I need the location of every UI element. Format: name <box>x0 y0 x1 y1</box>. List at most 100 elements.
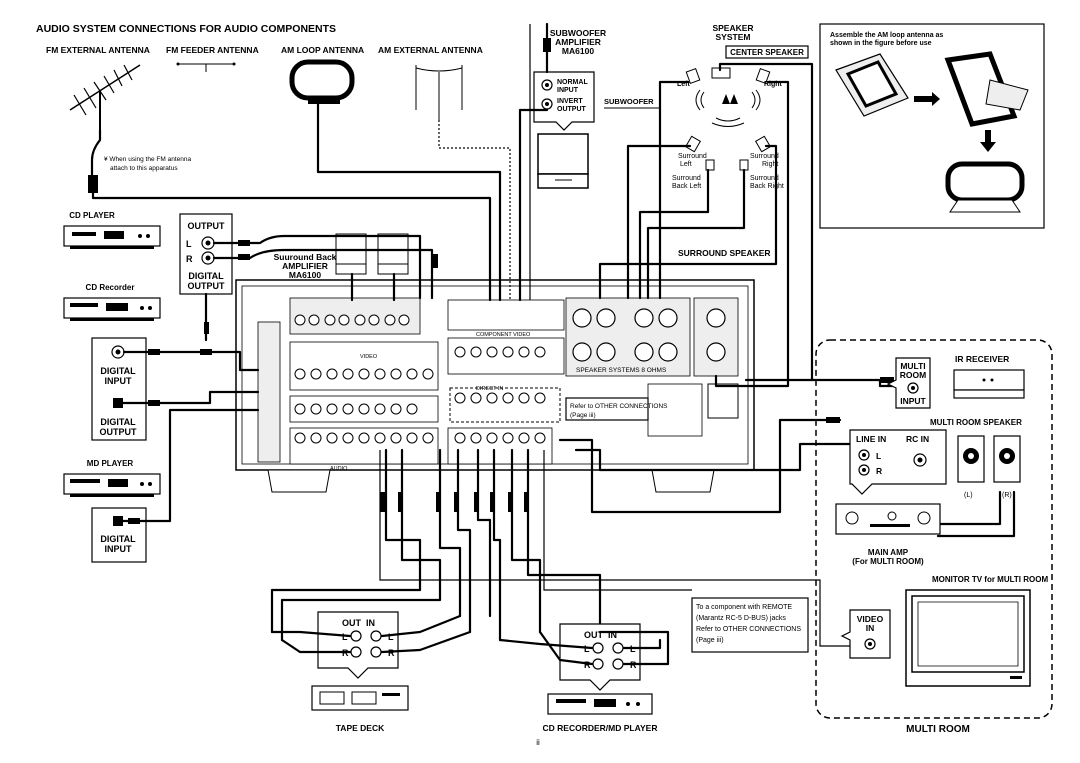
subwoofer-title-1: SUBWOOFER <box>550 28 606 38</box>
remote-note-2: (Marantz RC-5 D-BUS) jacks <box>696 615 786 622</box>
monitor-tv-label: MONITOR TV for MULTI ROOM <box>932 575 1048 584</box>
multi-room-label-1: MULTI <box>900 361 925 371</box>
md-player-icon <box>63 473 161 497</box>
direct-in-box <box>449 387 561 423</box>
main-amp-input-panel <box>849 429 947 495</box>
am-external-antenna-label: AM EXTERNAL ANTENNA <box>378 45 483 55</box>
surround-right-label-1: Surround <box>750 153 779 160</box>
tape-deck-jack-panel <box>317 611 399 679</box>
cd-recorder-digital-output-1: DIGITAL <box>100 417 136 427</box>
video-in-panel <box>840 609 891 659</box>
remote-note-3: Refer to OTHER CONNECTIONS <box>696 626 801 633</box>
cd-l-label: L <box>186 239 192 249</box>
am-loop-antenna-icon <box>289 59 355 104</box>
surround-back-right-label-1: Surround <box>750 175 779 182</box>
other-connections-note-box <box>565 397 649 421</box>
cd-recorder-digital-output-2: OUTPUT <box>100 427 138 437</box>
fm-note-line1: ¥ When using the FM antenna <box>104 156 191 163</box>
am-external-antenna-icon <box>415 65 463 120</box>
speaker-system-title-2: SYSTEM <box>716 32 751 42</box>
left-speaker-label: Left <box>677 81 691 88</box>
diagram-title: AUDIO SYSTEM CONNECTIONS FOR AUDIO COMPO… <box>36 23 336 35</box>
cd-md-r-out: R <box>584 660 591 670</box>
multi-room-label-2: ROOM <box>900 370 926 380</box>
subwoofer-icon <box>537 133 589 189</box>
md-digital-input-2: INPUT <box>105 544 133 554</box>
surround-left-label-2: Left <box>680 161 692 168</box>
other-connections-note-2: (Page iii) <box>570 412 596 419</box>
md-digital-input-1: DIGITAL <box>100 534 136 544</box>
cd-digital-label-2: OUTPUT <box>188 281 226 291</box>
main-amp-label-1: MAIN AMP <box>868 548 909 557</box>
cd-recorder-title: CD Recorder <box>86 283 135 292</box>
multi-room-input-panel <box>886 357 931 409</box>
normal-input-label-1: NORMAL <box>557 79 588 86</box>
am-loop-note-1: Assemble the AM loop antenna as <box>830 32 943 39</box>
subwoofer-label: SUBWOOFER <box>604 97 654 106</box>
tape-deck-l-out: L <box>342 632 348 642</box>
speaker-system-title-1: SPEAKER <box>712 23 753 33</box>
invert-output-label-1: INVERT <box>557 98 583 105</box>
multi-room-title: MULTI ROOM <box>906 724 970 735</box>
fm-external-antenna-icon <box>69 64 141 130</box>
cd-recorder-md-jack-panel <box>559 623 641 691</box>
ir-receiver-icon <box>953 369 1025 399</box>
receiver-jacks <box>294 308 726 444</box>
direct-in-label: DIRECT IN <box>476 386 503 392</box>
surround-back-amp-label-3: MA6100 <box>289 270 321 280</box>
tape-deck-in-label: IN <box>366 618 375 628</box>
speaker-layout-icon <box>684 67 772 171</box>
am-loop-note-2: shown in the figure before use <box>830 40 932 47</box>
surround-back-left-label-2: Back Left <box>672 183 701 190</box>
cd-md-out-label: OUT <box>584 630 604 640</box>
cd-recorder-md-icon <box>547 693 653 715</box>
subwoofer-title-3: MA6100 <box>562 46 594 56</box>
surround-speaker-label: SURROUND SPEAKER <box>678 248 771 258</box>
remote-note-1: To a component with REMOTE <box>696 604 792 611</box>
cd-recorder-md-title: CD RECORDER/MD PLAYER <box>543 723 658 733</box>
fm-feeder-antenna-label: FM FEEDER ANTENNA <box>166 45 259 55</box>
rc-in-label: RC IN <box>906 434 929 444</box>
cd-recorder-icon <box>63 297 161 321</box>
md-player-title: MD PLAYER <box>87 459 134 468</box>
main-amp-label-2: (For MULTI ROOM) <box>852 557 924 566</box>
right-speaker-label: Right <box>764 81 783 88</box>
fm-note-line2: attach to this apparatus <box>110 165 178 172</box>
video-label: VIDEO <box>360 354 378 360</box>
am-loop-antenna-label: AM LOOP ANTENNA <box>281 45 364 55</box>
multi-room-speaker-label: MULTI ROOM SPEAKER <box>930 418 1022 427</box>
tape-deck-title: TAPE DECK <box>336 723 385 733</box>
speaker-r-label: (R) <box>1002 492 1012 499</box>
cable-plugs <box>128 240 894 524</box>
cd-player-title: CD PLAYER <box>69 211 115 220</box>
speaker-l-label: (L) <box>964 492 973 499</box>
tape-deck-r-in: R <box>388 648 395 658</box>
line-in-l-label: L <box>876 451 881 461</box>
tape-deck-out-label: OUT <box>342 618 362 628</box>
am-loop-assembly-icon <box>835 51 1029 213</box>
page-number: ii <box>536 738 540 747</box>
video-in-label-1: VIDEO <box>857 614 884 624</box>
surround-right-label-2: Right <box>762 161 778 168</box>
video-in-label-2: IN <box>866 623 875 633</box>
multi-room-input-label: INPUT <box>900 396 926 406</box>
surround-back-amp-label-1: Suuround Back <box>274 252 337 262</box>
cd-recorder-digital-input-2: INPUT <box>105 376 133 386</box>
cd-md-l-out: L <box>584 644 590 654</box>
fm-feeder-antenna-icon <box>176 62 236 72</box>
speaker-systems-label: SPEAKER SYSTEMS 8 OHMS <box>576 367 667 374</box>
center-speaker-box <box>725 45 809 59</box>
surround-back-amplifier-icon <box>335 233 409 275</box>
tape-deck-l-in: L <box>388 632 394 642</box>
connection-cables <box>91 24 1016 647</box>
surround-left-label-1: Surround <box>678 153 707 160</box>
multi-room-area <box>815 339 1053 719</box>
cd-md-in-label: IN <box>608 630 617 640</box>
tape-deck-icon <box>311 685 409 711</box>
cd-recorder-digital-input-1: DIGITAL <box>100 366 136 376</box>
surround-back-left-label-1: Surround <box>672 175 701 182</box>
ir-receiver-label: IR RECEIVER <box>955 354 1009 364</box>
multi-room-speakers-icon <box>957 435 1021 483</box>
center-speaker-label: CENTER SPEAKER <box>730 48 804 57</box>
cd-r-label: R <box>186 254 193 264</box>
